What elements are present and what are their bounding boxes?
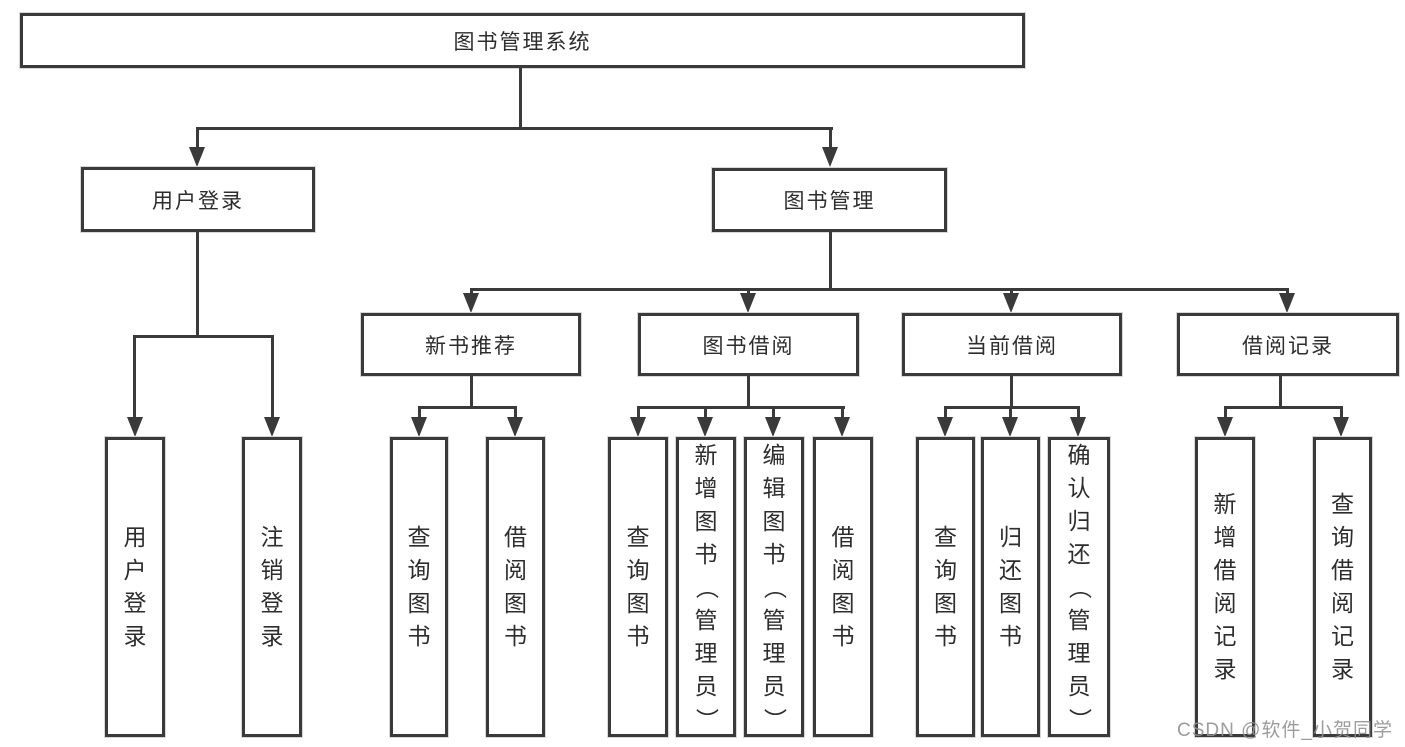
arrowhead-br2 [1333,417,1349,437]
connector-borrow-stem [747,376,750,406]
connector-drop-bb2 [704,406,707,419]
connector-current-rail [944,406,1080,409]
node-root-label: 图书管理系统 [453,30,592,54]
arrowhead-cb3 [1070,417,1086,437]
arrowhead-nr2 [507,417,523,437]
node-new-book-rec-label: 新书推荐 [425,334,517,358]
connector-drop-br2 [1340,406,1343,419]
connector-user-login-rail [133,335,274,338]
leaf-user-login: 用户登录 [104,436,166,738]
connector-drop-bb1 [637,406,640,419]
arrowhead-bb1 [630,417,646,437]
connector-record-rail [1224,406,1343,409]
arrowhead-leaf-logout [264,417,280,437]
arrowhead-cb1 [937,417,953,437]
connector-user-login-stem [196,232,199,335]
connector-drop-cb1 [944,406,947,419]
connector-drop-cb3 [1077,406,1080,419]
node-user-login: 用户登录 [80,166,316,233]
node-book-mgmt: 图书管理 [711,167,948,233]
leaf-current-return-books: 归还图书 [980,436,1041,738]
arrowhead-leaf-login [127,417,143,437]
leaf-current-confirm-return-admin: 确认归还（管理员） [1047,436,1111,738]
node-user-login-label: 用户登录 [152,189,244,213]
connector-book-mgmt-rail [470,288,1288,291]
connector-drop-current [1010,288,1013,296]
arrowhead-bb3 [765,417,781,437]
watermark: CSDN @软件_小贺同学 [1177,720,1393,741]
connector-borrow-rail [637,406,845,409]
connector-drop-record [1286,288,1289,296]
node-new-book-rec: 新书推荐 [360,312,582,377]
connector-drop-bb4 [841,406,844,419]
arrowhead-book-mgmt [822,147,838,167]
connector-new-rec-stem [470,376,473,406]
arrowhead-borrow [740,293,756,313]
node-borrow-record: 借阅记录 [1176,312,1400,377]
leaf-record-add-record: 新增借阅记录 [1194,436,1256,738]
arrowhead-user-login [189,147,205,167]
connector-drop-borrow [747,288,750,296]
leaf-logout: 注销登录 [241,436,303,738]
node-current-borrow: 当前借阅 [901,312,1123,377]
leaf-borrow-borrow-books: 借阅图书 [812,436,874,738]
arrowhead-current [1003,293,1019,313]
arrowhead-bb2 [697,417,713,437]
leaf-borrow-query-books: 查询图书 [607,436,669,738]
connector-current-stem [1010,376,1013,406]
node-borrow-record-label: 借阅记录 [1242,334,1334,358]
node-book-borrow: 图书借阅 [637,312,860,377]
arrowhead-record [1279,293,1295,313]
node-current-borrow-label: 当前借阅 [966,334,1058,358]
arrowhead-br1 [1217,417,1233,437]
connector-new-rec-rail [418,406,517,409]
leaf-borrow-add-books-admin: 新增图书（管理员） [675,436,737,738]
connector-root-stem [519,68,522,127]
connector-drop-cb2 [1009,406,1012,419]
connector-drop-nr1 [418,406,421,419]
connector-drop-nr2 [514,406,517,419]
node-book-mgmt-label: 图书管理 [783,190,876,213]
connector-root-rail [196,127,833,130]
leaf-newrec-query-books: 查询图书 [389,436,449,738]
arrowhead-nr1 [411,417,427,437]
arrowhead-bb4 [834,417,850,437]
leaf-newrec-borrow-books: 借阅图书 [485,436,546,738]
connector-drop-user-login [196,127,199,150]
arrowhead-cb2 [1002,417,1018,437]
connector-drop-book-mgmt [829,127,832,150]
leaf-current-query-books: 查询图书 [915,436,976,738]
connector-drop-new-rec [470,288,473,296]
connector-drop-leaf-login [133,335,136,417]
connector-drop-bb3 [772,406,775,419]
arrowhead-new-rec [463,293,479,313]
node-root: 图书管理系统 [19,12,1026,69]
node-book-borrow-label: 图书借阅 [702,334,795,358]
leaf-borrow-edit-books-admin: 编辑图书（管理员） [743,436,805,738]
connector-record-stem [1279,376,1282,406]
connector-book-mgmt-stem [829,232,832,288]
leaf-record-query-record: 查询借阅记录 [1312,436,1373,738]
connector-drop-br1 [1224,406,1227,419]
connector-drop-leaf-logout [271,335,274,417]
